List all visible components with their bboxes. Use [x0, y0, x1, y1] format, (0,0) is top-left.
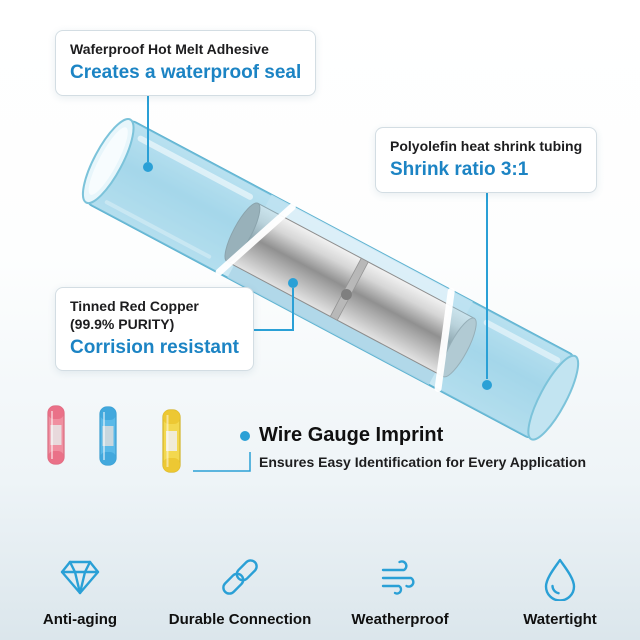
chain-link-icon	[222, 559, 258, 595]
connector-red	[47, 405, 65, 465]
callout-copper-highlight: Corrision resistant	[70, 337, 239, 359]
tube-gloss-2	[483, 319, 561, 364]
callout-tubing: Polyolefin heat shrink tubing Shrink rat…	[375, 127, 598, 193]
heat-shrink-tube	[81, 118, 580, 441]
feature-watertight: Watertight	[480, 553, 640, 628]
feature-durable-connection: Durable Connection	[160, 553, 320, 628]
sample-connectors	[47, 405, 181, 473]
copper-barrel	[224, 202, 477, 378]
wire-gauge-subtitle: Ensures Easy Identification for Every Ap…	[259, 454, 587, 470]
water-drop-icon	[544, 558, 576, 601]
callout-adhesive-highlight: Creates a waterproof seal	[70, 62, 302, 84]
callout-adhesive-title: Waferproof Hot Melt Adhesive	[70, 41, 269, 57]
wire-gauge-title-row: Wire Gauge Imprint	[240, 424, 586, 447]
feature-label-watertight: Watertight	[523, 611, 597, 628]
tube-gloss-3	[104, 200, 212, 259]
tube-gloss-1	[137, 135, 254, 200]
connector-yellow	[162, 409, 181, 473]
tube-front-left	[86, 119, 293, 273]
tube-inner-wall-bottom	[227, 265, 436, 385]
leader-wire-gauge	[193, 452, 251, 472]
feature-label-durable-connection: Durable Connection	[168, 611, 312, 628]
diamond-icon	[60, 560, 100, 595]
tube-open-end-inner	[88, 127, 128, 195]
connector-blue	[99, 406, 117, 466]
callout-tubing-highlight: Shrink ratio 3:1	[390, 159, 529, 181]
leader-copper	[248, 288, 294, 331]
callout-copper: Tinned Red Copper (99.9% PURITY) Corrisi…	[55, 287, 254, 372]
wind-icon	[381, 560, 415, 595]
tube-far-end	[527, 354, 580, 441]
leader-tubing-dot	[482, 380, 492, 390]
barrel-center-band	[329, 257, 369, 321]
callout-copper-title-line1: Tinned Red Copper	[70, 298, 199, 314]
callout-tubing-title: Polyolefin heat shrink tubing	[390, 138, 583, 154]
feature-anti-aging: Anti-aging	[0, 553, 160, 628]
wire-gauge-title: Wire Gauge Imprint	[259, 424, 444, 446]
tube-inner-wall-top	[264, 194, 473, 315]
features-row: Anti-aging Durable Connection Weatherpro…	[0, 553, 640, 628]
callout-adhesive: Waferproof Hot Melt Adhesive Creates a w…	[55, 30, 317, 96]
feature-label-weatherproof: Weatherproof	[351, 611, 449, 628]
callout-copper-title-line2: (99.9% PURITY)	[70, 316, 175, 333]
barrel-dimple	[340, 289, 352, 301]
feature-weatherproof: Weatherproof	[320, 553, 480, 628]
leader-lines	[143, 92, 492, 472]
leader-copper-dot	[288, 278, 298, 288]
cut-edge-left	[215, 203, 296, 276]
leader-adhesive-dot	[143, 162, 153, 172]
wire-gauge-section: Wire Gauge Imprint Ensures Easy Identifi…	[240, 424, 586, 470]
cut-edge-right	[434, 287, 455, 393]
bullet-dot	[240, 430, 250, 441]
feature-label-anti-aging: Anti-aging	[42, 611, 118, 628]
